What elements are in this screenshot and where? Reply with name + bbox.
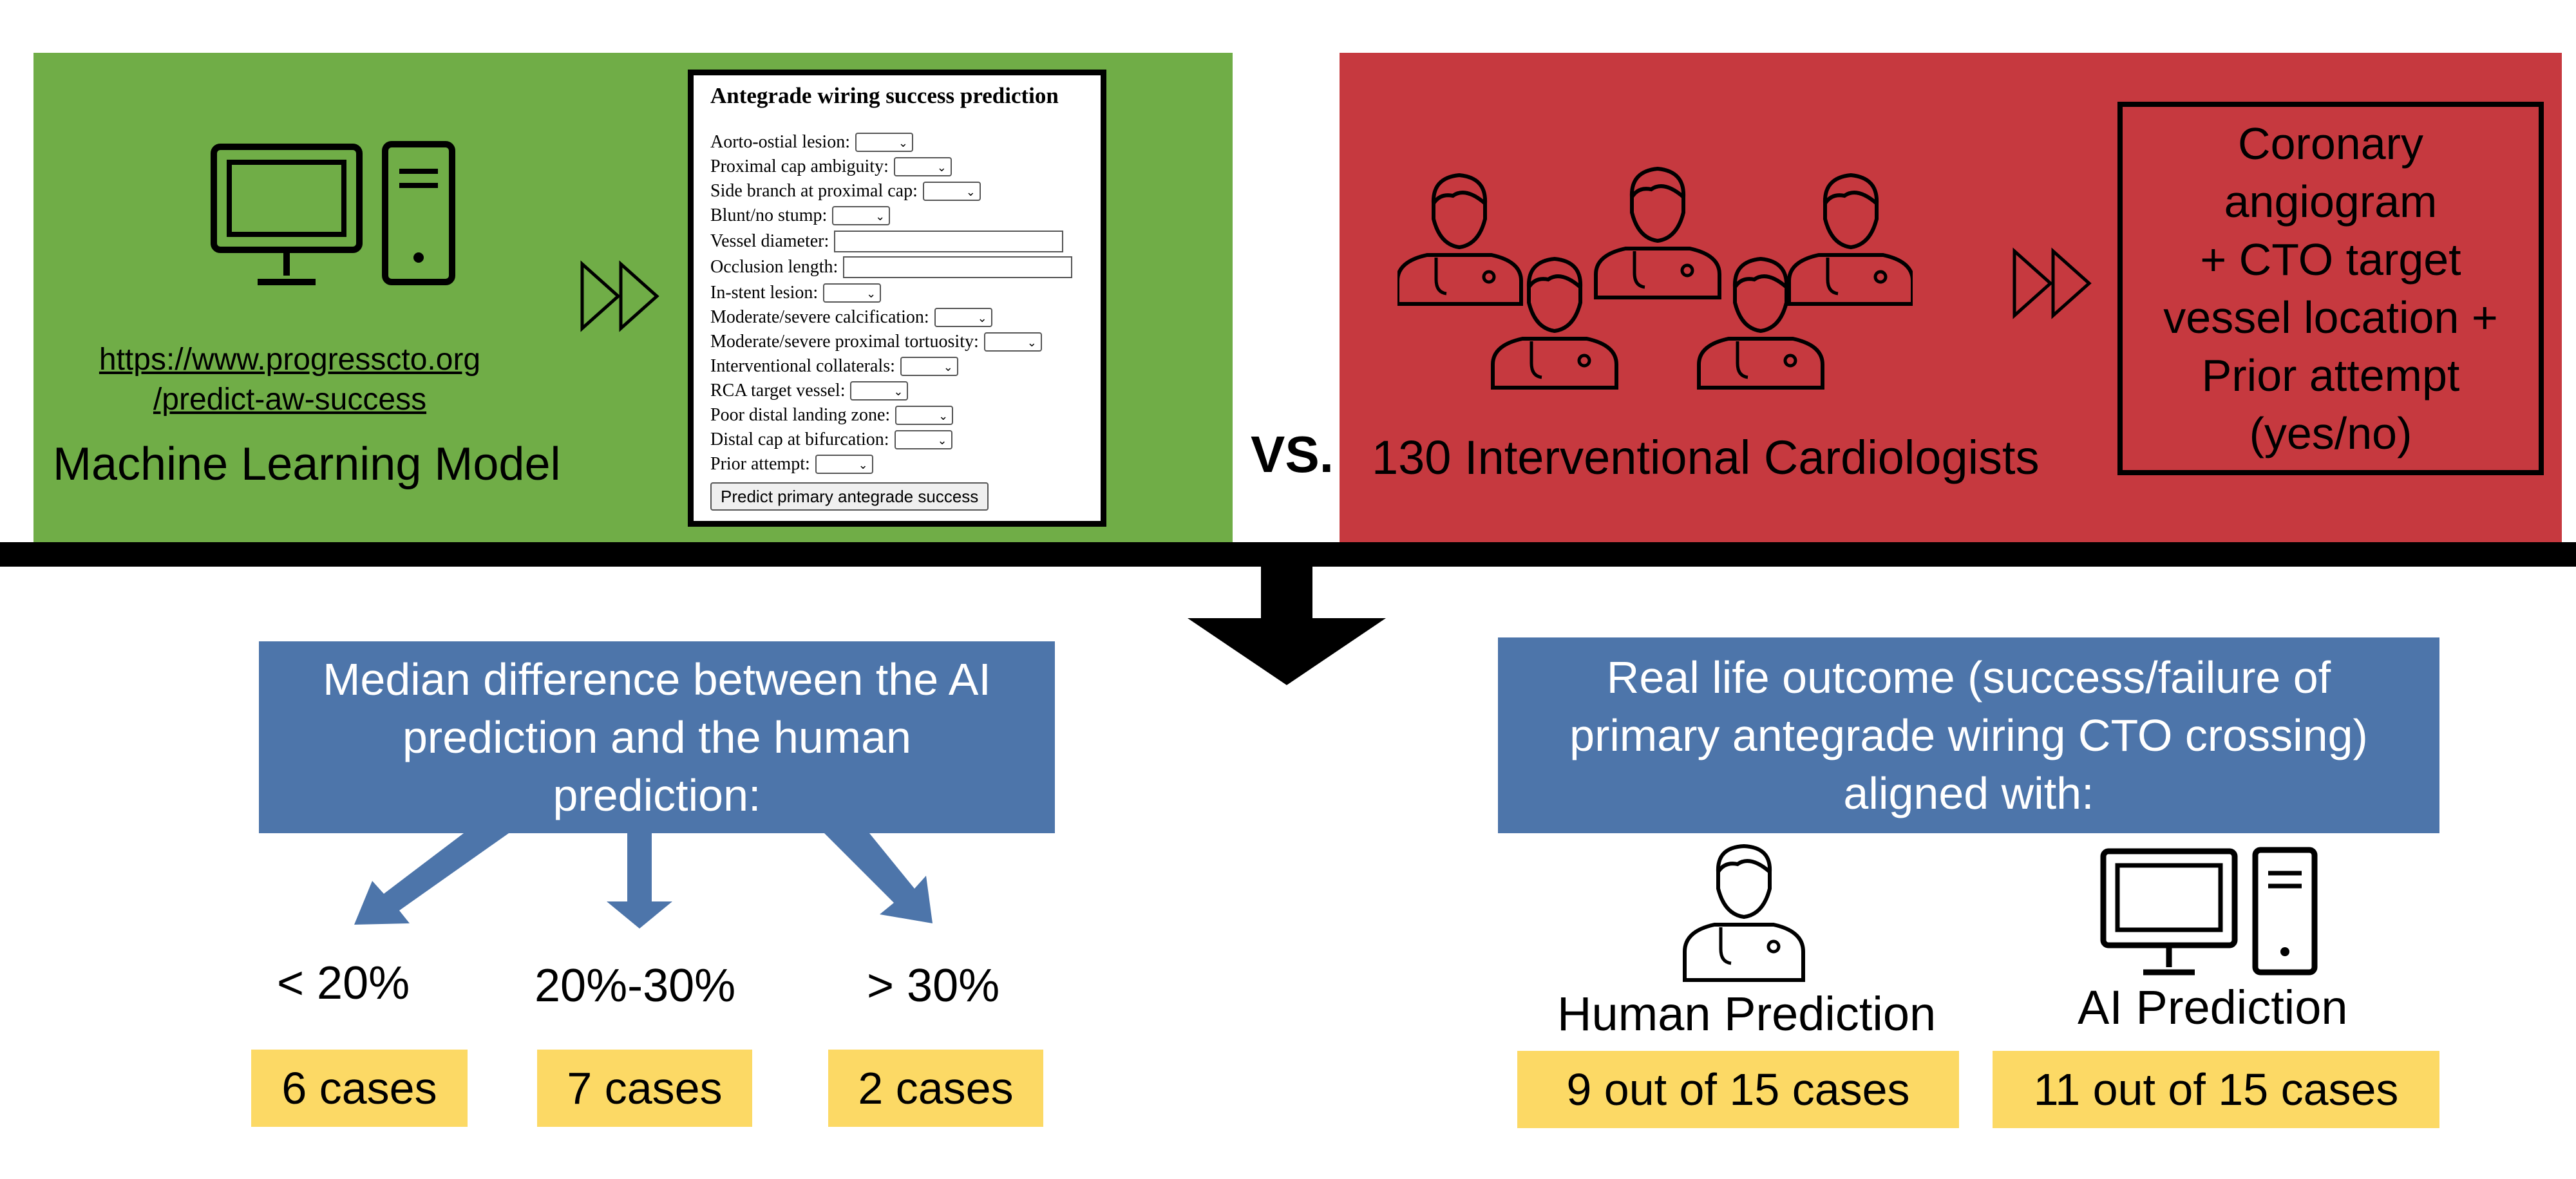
- chevron-down-icon: ⌄: [893, 385, 904, 398]
- model-url-line-1: https://www.progresscto.org: [99, 343, 481, 377]
- aorto-ostial-select[interactable]: ⌄: [855, 133, 913, 152]
- angiogram-input-box: Coronary angiogram + CTO target vessel l…: [2117, 102, 2544, 475]
- bucket-count-mid: 7 cases: [537, 1050, 752, 1127]
- human-prediction-result: 9 out of 15 cases: [1517, 1051, 1959, 1128]
- in-stent-select[interactable]: ⌄: [823, 283, 882, 303]
- bucket-count-high: 2 cases: [828, 1050, 1043, 1127]
- prediction-form: Antegrade wiring success prediction Aort…: [688, 70, 1106, 527]
- bucket-range-mid: 20%-30%: [535, 960, 736, 1012]
- form-row-landing-zone: Poor distal landing zone:⌄: [710, 404, 954, 427]
- blunt-stump-select[interactable]: ⌄: [832, 206, 891, 225]
- form-row-proximal-cap: Proximal cap ambiguity:⌄: [710, 155, 952, 178]
- form-title: Antegrade wiring success prediction: [710, 83, 1059, 108]
- arrow-left-icon: [354, 833, 509, 925]
- predict-button[interactable]: Predict primary antegrade success: [710, 482, 989, 511]
- calcification-select[interactable]: ⌄: [934, 308, 992, 327]
- chevron-down-icon: ⌄: [936, 161, 947, 174]
- distal-cap-select[interactable]: ⌄: [894, 430, 952, 449]
- ai-prediction-result: 11 out of 15 cases: [1993, 1051, 2439, 1128]
- form-row-tortuosity: Moderate/severe proximal tortuosity:⌄: [710, 330, 1042, 354]
- chevron-down-icon: ⌄: [943, 361, 953, 373]
- landing-zone-select[interactable]: ⌄: [895, 406, 954, 425]
- tortuosity-select[interactable]: ⌄: [983, 332, 1042, 352]
- form-row-distal-cap: Distal cap at bifurcation:⌄: [710, 428, 952, 451]
- form-row-side-branch: Side branch at proximal cap:⌄: [710, 180, 981, 203]
- computer-icon: [211, 141, 455, 285]
- chevron-down-icon: ⌄: [866, 287, 876, 300]
- collaterals-select[interactable]: ⌄: [900, 357, 958, 376]
- computer-icon: [2100, 847, 2318, 976]
- side-branch-select[interactable]: ⌄: [922, 182, 981, 201]
- form-row-prior-attempt: Prior attempt:⌄: [710, 453, 873, 476]
- chevron-down-icon: ⌄: [938, 410, 949, 422]
- input-line-5: Prior attempt: [2201, 350, 2460, 401]
- cardiologists-group-icon: [1397, 155, 1913, 399]
- form-row-vessel-diameter: Vessel diameter:: [710, 230, 1064, 253]
- median-line-3: prediction:: [553, 770, 761, 820]
- median-line-2: prediction and the human: [402, 712, 911, 762]
- outcome-line-3: aligned with:: [1843, 768, 2094, 818]
- input-line-4: vessel location +: [2163, 292, 2498, 343]
- vessel-diameter-input[interactable]: [834, 231, 1064, 252]
- arrow-right-icon: [824, 833, 933, 923]
- median-difference-box: Median difference between the AI predict…: [259, 641, 1055, 833]
- arrow-down-icon: [607, 833, 672, 929]
- chevron-down-icon: ⌄: [898, 137, 908, 149]
- vs-label: VS.: [1251, 426, 1334, 483]
- ml-model-label: Machine Learning Model: [53, 439, 561, 490]
- cardiologists-label: 130 Interventional Cardiologists: [1372, 431, 2040, 484]
- outcome-box: Real life outcome (success/failure of pr…: [1498, 637, 2439, 833]
- branch-arrows: [354, 833, 933, 929]
- form-row-rca-target: RCA target vessel:⌄: [710, 379, 909, 402]
- divider-bar: [0, 542, 2576, 567]
- form-row-occlusion-length: Occlusion length:: [710, 256, 1073, 279]
- down-arrow-icon: [1188, 565, 1386, 685]
- input-line-1: Coronary: [2238, 118, 2423, 169]
- chevron-down-icon: ⌄: [858, 458, 868, 471]
- form-row-blunt-stump: Blunt/no stump:⌄: [710, 204, 891, 227]
- bucket-range-low: < 20%: [277, 957, 410, 1009]
- bucket-count-low: 6 cases: [251, 1050, 468, 1127]
- proximal-cap-select[interactable]: ⌄: [893, 157, 952, 176]
- ai-prediction-label: AI Prediction: [2078, 981, 2348, 1034]
- form-row-calcification: Moderate/severe calcification:⌄: [710, 306, 992, 329]
- form-row-in-stent: In-stent lesion:⌄: [710, 281, 882, 305]
- chevron-down-icon: ⌄: [1027, 336, 1037, 349]
- chevron-down-icon: ⌄: [965, 185, 976, 198]
- outcome-line-2: primary antegrade wiring CTO crossing): [1569, 710, 2368, 760]
- model-url-link[interactable]: https://www.progresscto.org /predict-aw-…: [97, 340, 483, 420]
- human-prediction-label: Human Prediction: [1557, 987, 1937, 1041]
- double-arrow-right-icon: [580, 260, 659, 332]
- bucket-range-high: > 30%: [867, 960, 1000, 1012]
- rca-target-select[interactable]: ⌄: [850, 381, 909, 401]
- chevron-down-icon: ⌄: [937, 434, 947, 447]
- median-line-1: Median difference between the AI: [323, 654, 991, 704]
- chevron-down-icon: ⌄: [977, 312, 987, 325]
- doctor-icon: [1683, 844, 1805, 982]
- input-line-6: (yes/no): [2249, 408, 2412, 458]
- occlusion-length-input[interactable]: [843, 256, 1073, 278]
- form-row-collaterals: Interventional collaterals:⌄: [710, 355, 958, 378]
- form-row-aorto-ostial: Aorto-ostial lesion:⌄: [710, 131, 913, 154]
- input-line-3: + CTO target: [2200, 234, 2461, 285]
- input-line-2: angiogram: [2224, 176, 2438, 227]
- chevron-down-icon: ⌄: [875, 210, 886, 223]
- model-url-line-2: /predict-aw-success: [153, 382, 427, 417]
- double-arrow-right-icon: [2012, 247, 2092, 319]
- outcome-line-1: Real life outcome (success/failure of: [1606, 652, 2331, 703]
- prior-attempt-select[interactable]: ⌄: [815, 455, 873, 474]
